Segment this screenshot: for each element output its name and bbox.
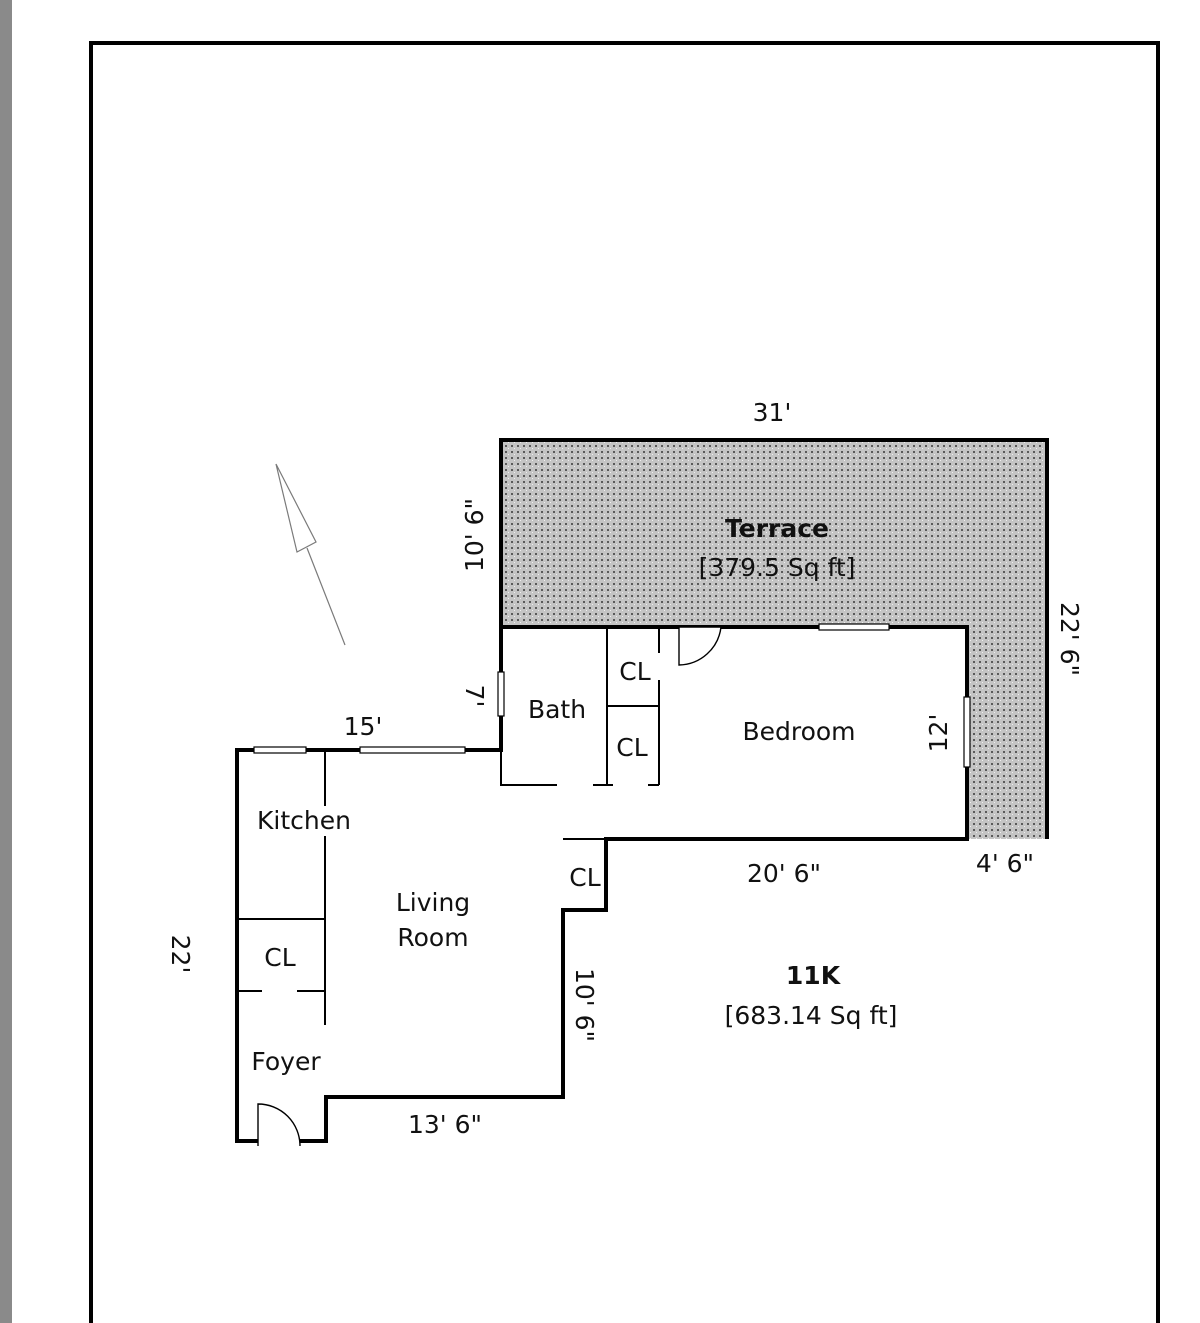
dim-foyer-bottom: 13' 6" <box>408 1110 482 1139</box>
dim-bath-height: 7' <box>460 685 489 708</box>
entry-door <box>257 1103 301 1147</box>
living-room-label-line1: Living <box>396 888 470 917</box>
unit-name-label: 11K <box>786 961 842 990</box>
closet-top-label: CL <box>619 657 650 686</box>
terrace-area-label: [379.5 Sq ft] <box>699 553 856 582</box>
windows <box>253 623 971 768</box>
bedroom-label: Bedroom <box>742 717 855 746</box>
terrace-outline <box>499 438 1049 839</box>
dim-unit-height: 22' <box>166 935 195 974</box>
living-room-label-line2: Room <box>397 923 468 952</box>
doors <box>257 626 722 1147</box>
foyer-label: Foyer <box>251 1047 321 1076</box>
terrace-area <box>501 440 1047 839</box>
page-frame <box>89 41 1160 1323</box>
interior-walls <box>237 627 660 1025</box>
closet-step-label: CL <box>569 863 600 892</box>
terrace-label: Terrace <box>725 514 829 543</box>
bath-label: Bath <box>528 695 586 724</box>
dim-terrace-depth: 10' 6" <box>460 498 489 572</box>
dim-bedroom-height: 12' <box>924 714 953 753</box>
terrace-door <box>678 626 722 666</box>
dim-terrace-width: 31' <box>753 398 792 427</box>
closet-kitchen-label: CL <box>264 943 295 972</box>
kitchen-label: Kitchen <box>257 806 351 835</box>
dim-living-top: 15' <box>344 712 383 741</box>
left-edge-bar <box>0 0 12 1323</box>
dim-bedroom-bottom: 20' 6" <box>747 859 821 888</box>
north-arrow-icon <box>275 463 346 646</box>
closet-bottom-label: CL <box>616 733 647 762</box>
unit-area-label: [683.14 Sq ft] <box>725 1001 898 1030</box>
dim-terrace-strip: 4' 6" <box>976 849 1034 878</box>
apartment-walls <box>235 625 969 1143</box>
dim-living-step: 10' 6" <box>570 968 599 1042</box>
dim-terrace-right: 22' 6" <box>1055 602 1084 676</box>
